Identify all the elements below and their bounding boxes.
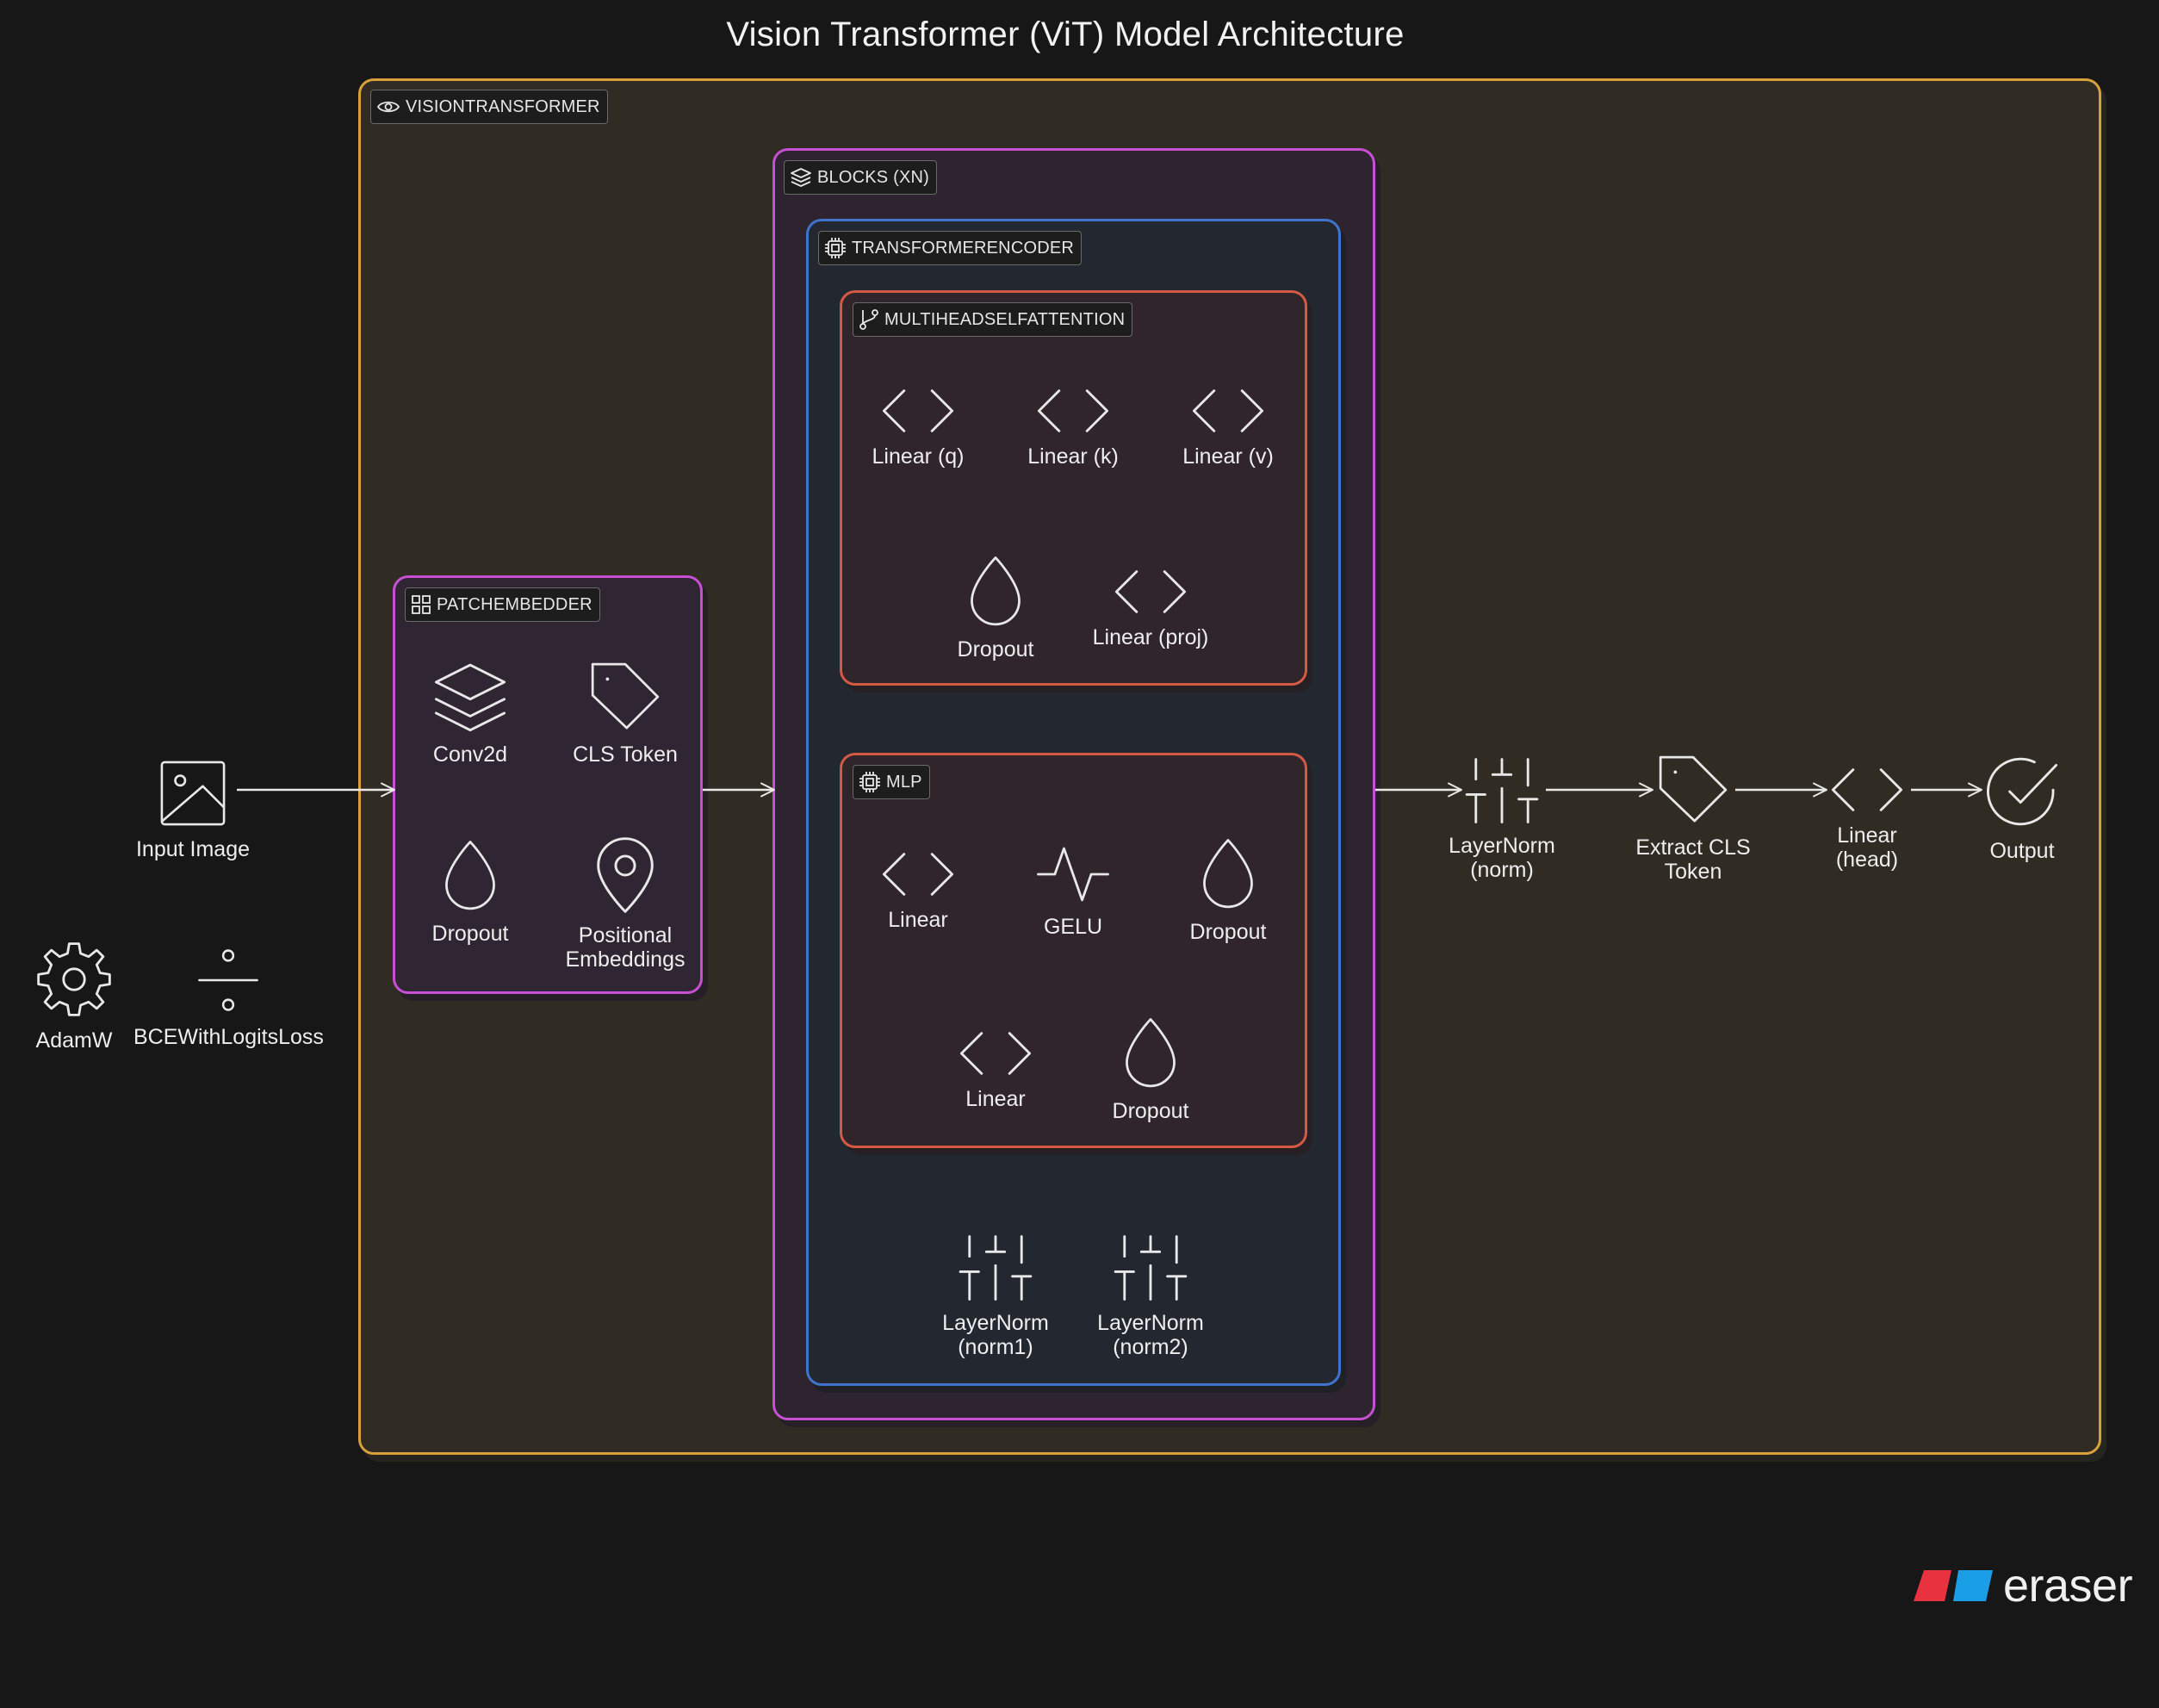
node-label: Linear: [888, 908, 948, 932]
droplet-icon: [965, 555, 1027, 629]
group-title: PATCHEMBEDDER: [437, 594, 592, 614]
map-pin-icon: [592, 835, 659, 915]
code-icon: [1112, 567, 1189, 617]
code-icon: [879, 386, 957, 436]
sliders-icon: [1461, 756, 1542, 825]
node-patch-dropout[interactable]: Dropout: [375, 839, 565, 946]
node-label: GELU: [1043, 915, 1103, 939]
node-linear-v[interactable]: Linear (v): [1133, 386, 1323, 469]
node-label: Linear (v): [1182, 444, 1274, 469]
node-label: Linear (proj): [1092, 625, 1209, 649]
group-mlp[interactable]: [840, 753, 1307, 1148]
layers-icon: [791, 168, 811, 187]
droplet-icon: [1120, 1016, 1182, 1090]
code-icon: [957, 1028, 1034, 1078]
group-title: MLP: [886, 772, 922, 792]
sliders-icon: [955, 1233, 1036, 1302]
node-layernorm-norm[interactable]: LayerNorm (norm): [1407, 756, 1597, 882]
node-label: LayerNorm (norm2): [1097, 1311, 1204, 1359]
node-cls-token[interactable]: CLS Token: [530, 660, 720, 767]
group-label-patchembedder: PATCHEMBEDDER: [405, 587, 600, 622]
node-label: Linear (head): [1835, 823, 1899, 872]
code-icon: [1828, 765, 1906, 815]
eraser-logo-icon: [1914, 1570, 1993, 1601]
diagram-title: Vision Transformer (ViT) Model Architect…: [726, 16, 1405, 53]
node-mlp-dropout-2[interactable]: Dropout: [1056, 1016, 1245, 1123]
code-icon: [1034, 386, 1112, 436]
node-linear-head[interactable]: Linear (head): [1772, 765, 1962, 872]
node-label: CLS Token: [573, 742, 678, 767]
code-icon: [1189, 386, 1267, 436]
node-label: Dropout: [1112, 1099, 1189, 1123]
node-linear-q[interactable]: Linear (q): [823, 386, 1013, 469]
node-label: Dropout: [957, 637, 1034, 661]
node-label: Output: [1989, 839, 2055, 863]
node-extract-cls-token[interactable]: Extract CLS Token: [1598, 753, 1788, 884]
node-label: LayerNorm (norm): [1449, 834, 1555, 882]
grid-icon: [412, 595, 431, 614]
eye-icon: [376, 101, 400, 113]
group-label-multiheadselfattention: MULTIHEADSELFATTENTION: [853, 302, 1133, 337]
group-title: BLOCKS (XN): [817, 167, 930, 187]
node-adamw[interactable]: AdamW: [0, 939, 169, 1053]
node-layernorm-norm1[interactable]: LayerNorm (norm1): [901, 1233, 1090, 1359]
node-mlp-linear-2[interactable]: Linear: [901, 1028, 1090, 1111]
node-label: Positional Embeddings: [565, 923, 686, 972]
group-title: MULTIHEADSELFATTENTION: [884, 309, 1126, 329]
eraser-brand-text: eraser: [2003, 1560, 2133, 1612]
git-branch-icon: [859, 309, 878, 330]
divide-icon: [192, 944, 264, 1016]
group-title: VISIONTRANSFORMER: [406, 96, 600, 116]
node-output[interactable]: Output: [1927, 753, 2117, 863]
node-mlp-linear-1[interactable]: Linear: [823, 849, 1013, 932]
layers-icon: [431, 660, 509, 734]
group-multiheadselfattention[interactable]: [840, 290, 1307, 686]
node-label: Extract CLS Token: [1635, 835, 1751, 884]
activity-icon: [1035, 842, 1111, 906]
node-label: Conv2d: [432, 742, 508, 767]
group-label-visiontransformer: VISIONTRANSFORMER: [370, 90, 608, 124]
node-label: Linear (q): [872, 444, 965, 469]
group-label-blocks: BLOCKS (XN): [784, 160, 938, 195]
code-icon: [879, 849, 957, 899]
node-label: BCEWithLogitsLoss: [133, 1025, 324, 1049]
node-label: Linear: [965, 1087, 1026, 1111]
node-positional-embeddings[interactable]: Positional Embeddings: [530, 835, 720, 972]
group-label-mlp: MLP: [853, 765, 930, 799]
gear-icon: [34, 939, 115, 1020]
tag-icon: [1656, 753, 1730, 827]
eraser-logo: eraser: [1914, 1559, 2133, 1612]
droplet-icon: [439, 839, 501, 913]
node-label: Dropout: [431, 922, 509, 946]
cpu-icon: [859, 772, 880, 792]
check-circle-icon: [1983, 753, 2061, 830]
node-label: Dropout: [1189, 920, 1267, 944]
node-gelu[interactable]: GELU: [978, 842, 1168, 939]
group-title: TRANSFORMERENCODER: [852, 238, 1075, 258]
droplet-icon: [1197, 837, 1259, 911]
group-patchembedder[interactable]: [393, 575, 703, 994]
node-label: LayerNorm (norm1): [942, 1311, 1049, 1359]
node-input-image[interactable]: Input Image: [98, 758, 288, 861]
tag-icon: [588, 660, 662, 734]
node-mlp-dropout-1[interactable]: Dropout: [1133, 837, 1323, 944]
sliders-icon: [1110, 1233, 1191, 1302]
node-label: Input Image: [135, 837, 251, 861]
group-label-transformerencoder: TRANSFORMERENCODER: [818, 231, 1083, 265]
node-linear-k[interactable]: Linear (k): [978, 386, 1168, 469]
node-label: Linear (k): [1027, 444, 1119, 469]
node-attn-dropout[interactable]: Dropout: [901, 555, 1090, 661]
node-layernorm-norm2[interactable]: LayerNorm (norm2): [1056, 1233, 1245, 1359]
node-label: AdamW: [35, 1028, 113, 1053]
node-linear-proj[interactable]: Linear (proj): [1056, 567, 1245, 649]
node-conv2d[interactable]: Conv2d: [375, 660, 565, 767]
image-icon: [158, 758, 228, 829]
node-bcewithlogitsloss[interactable]: BCEWithLogitsLoss: [133, 944, 324, 1049]
cpu-icon: [825, 238, 846, 258]
